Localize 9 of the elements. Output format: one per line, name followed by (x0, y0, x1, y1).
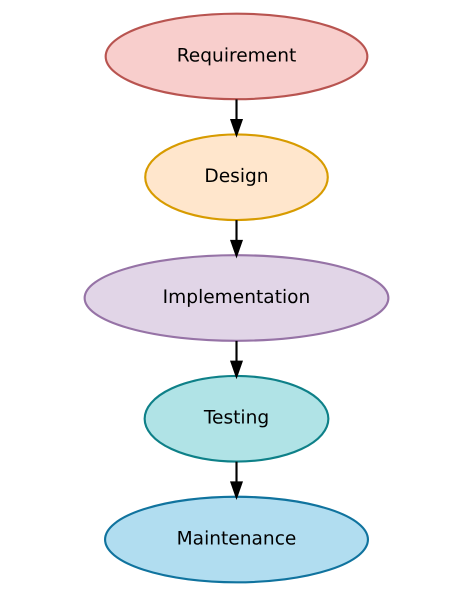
arrow (230, 220, 244, 258)
arrow (230, 462, 244, 500)
node-ellipse: Design (144, 133, 329, 222)
node-ellipse: Implementation (84, 254, 390, 342)
node-ellipse: Testing (144, 374, 330, 463)
node-ellipse: Requirement (104, 12, 368, 100)
node-ellipse: Maintenance (104, 496, 370, 584)
arrow (230, 99, 244, 138)
arrow (230, 340, 244, 380)
